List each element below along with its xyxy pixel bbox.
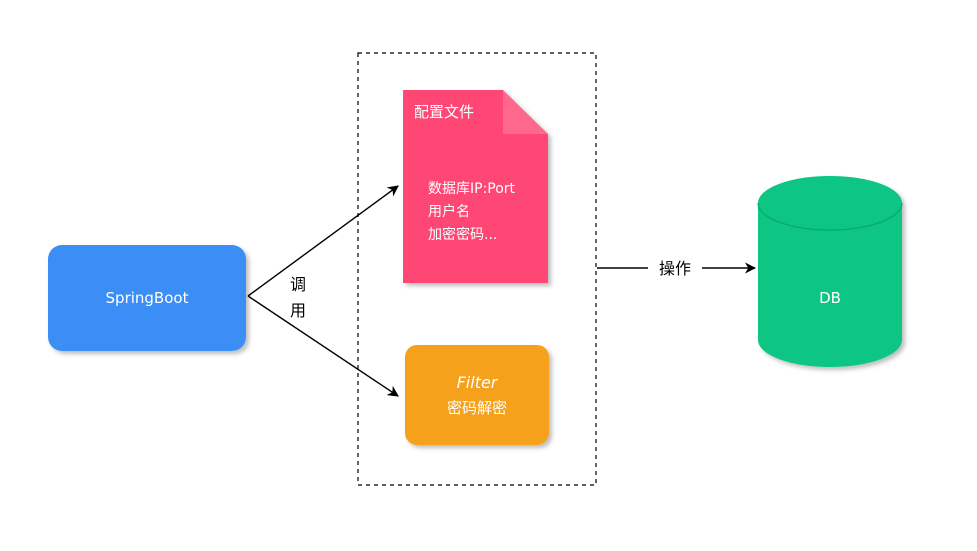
config-file-node bbox=[403, 90, 548, 283]
call-edge-to-config bbox=[247, 185, 399, 297]
config-file-fold bbox=[503, 90, 548, 134]
call-label-char-1: 调 bbox=[290, 275, 306, 294]
db-top-rim bbox=[757, 202, 903, 231]
filter-box bbox=[405, 345, 549, 445]
springboot-box bbox=[48, 245, 246, 351]
db-body bbox=[758, 203, 902, 367]
db-label: DB bbox=[819, 289, 841, 307]
filter-node bbox=[405, 345, 549, 445]
filter-subtitle: 密码解密 bbox=[447, 399, 507, 417]
call-edge-to-filter bbox=[247, 295, 399, 397]
springboot-node bbox=[48, 245, 246, 351]
config-file-title: 配置文件 bbox=[414, 103, 474, 121]
config-file-line-3: 加密密码... bbox=[428, 226, 497, 243]
service-container-box bbox=[357, 52, 597, 486]
db-node bbox=[758, 176, 902, 367]
config-file-shape bbox=[403, 90, 548, 283]
db-top bbox=[758, 176, 902, 230]
springboot-label: SpringBoot bbox=[106, 289, 189, 307]
config-file-line-1: 数据库IP:Port bbox=[428, 181, 516, 197]
operate-label: 操作 bbox=[659, 259, 691, 278]
filter-title: Filter bbox=[457, 373, 499, 392]
call-label-char-2: 用 bbox=[290, 301, 306, 320]
config-file-line-2: 用户名 bbox=[428, 203, 470, 220]
